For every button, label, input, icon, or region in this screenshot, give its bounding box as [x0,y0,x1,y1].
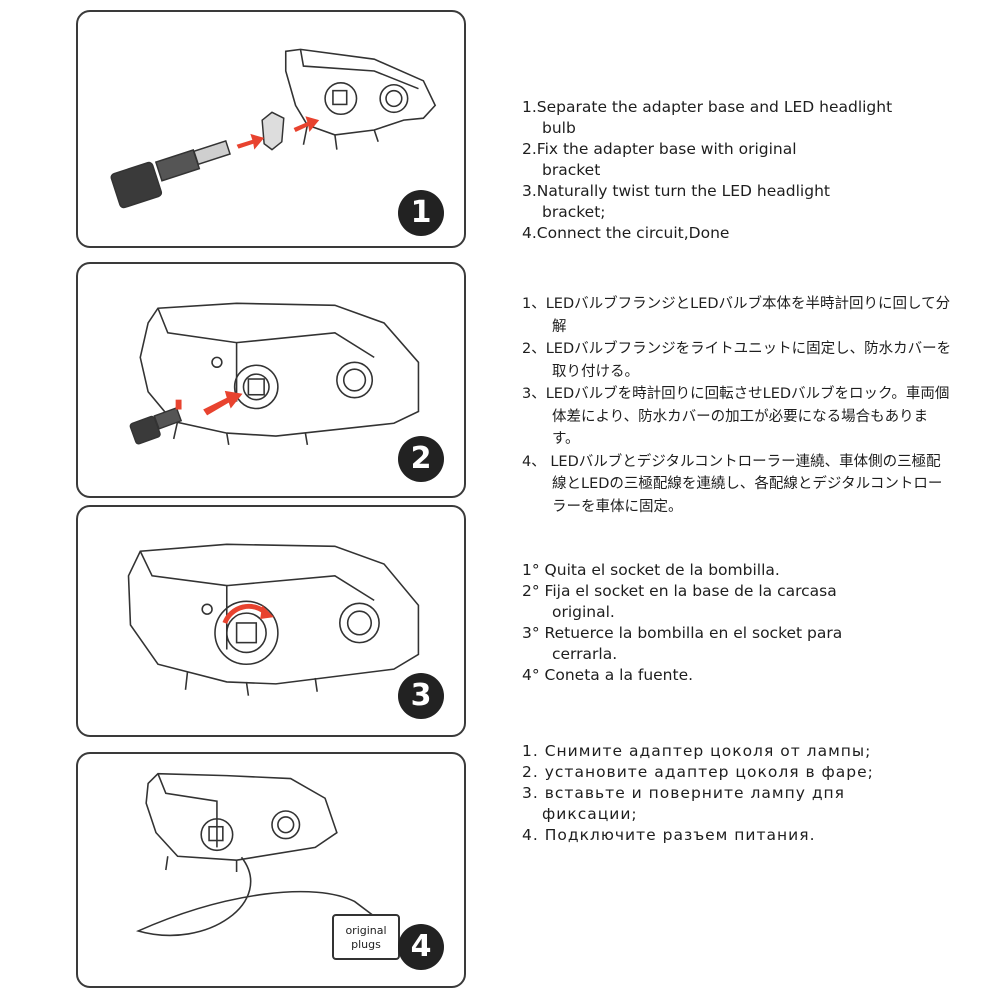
step-1-panel: 1 [76,10,466,248]
russian-instructions: 1. Снимите адаптер цоколя от лампы; 2. у… [522,741,982,846]
instruction-item: 3. вставьте и поверните лампу дпя фиксац… [522,784,845,823]
instruction-item: 2.Fix the adapter base with original bra… [522,140,797,179]
instruction-item: 1° Quita el socket de la bombilla. [522,561,780,579]
instruction-item: 2、LEDバルブフランジをライトユニットに固定し、防水カバーを取り付ける。 [522,341,952,380]
step-2-illustration [129,302,420,446]
instruction-item: 1. Снимите адаптер цоколя от лампы; [522,742,872,760]
instruction-item: 4、 LEDバルブとデジタルコントローラー連繞、車体側の三極配線とLEDの三極配… [522,453,943,515]
instruction-item: 3° Retuerce la bombilla en el socket par… [522,624,843,663]
step-3-panel: 3 [76,505,466,737]
step-number-badge: 1 [398,190,444,236]
step-4-illustration [135,772,375,937]
original-plugs-label: original plugs [332,914,400,960]
japanese-instructions: 1、LEDバルブフランジとLEDバルブ本体を半時計回りに回して分解 2、LEDバ… [522,293,952,518]
spanish-instructions: 1° Quita el socket de la bombilla. 2° Fi… [522,560,872,686]
instruction-item: 4° Coneta a la fuente. [522,666,694,684]
instruction-item: 2. установите адаптер цоколя в фаре; [522,763,874,781]
instruction-item: 1、LEDバルブフランジとLEDバルブ本体を半時計回りに回して分解 [522,296,951,335]
step-number-badge: 2 [398,436,444,482]
instruction-item: 3.Naturally twist turn the LED headlight… [522,182,830,221]
instruction-item: 1.Separate the adapter base and LED head… [522,98,893,137]
step-3-illustration [127,543,420,696]
instruction-item: 4. Подключите разъем питания. [522,826,816,844]
english-instructions: 1.Separate the adapter base and LED head… [522,97,902,244]
step-number-badge: 4 [398,924,444,970]
instruction-item: 2° Fija el socket en la base de la carca… [522,582,837,621]
step-1-illustration [110,48,437,209]
step-2-panel: 2 [76,262,466,498]
step-4-panel: original plugs 4 [76,752,466,988]
step-number-badge: 3 [398,673,444,719]
instruction-item: 4.Connect the circuit,Done [522,224,730,242]
instruction-item: 3、LEDバルブを時計回りに回転させLEDバルブをロック。車両個体差により、防水… [522,386,950,447]
